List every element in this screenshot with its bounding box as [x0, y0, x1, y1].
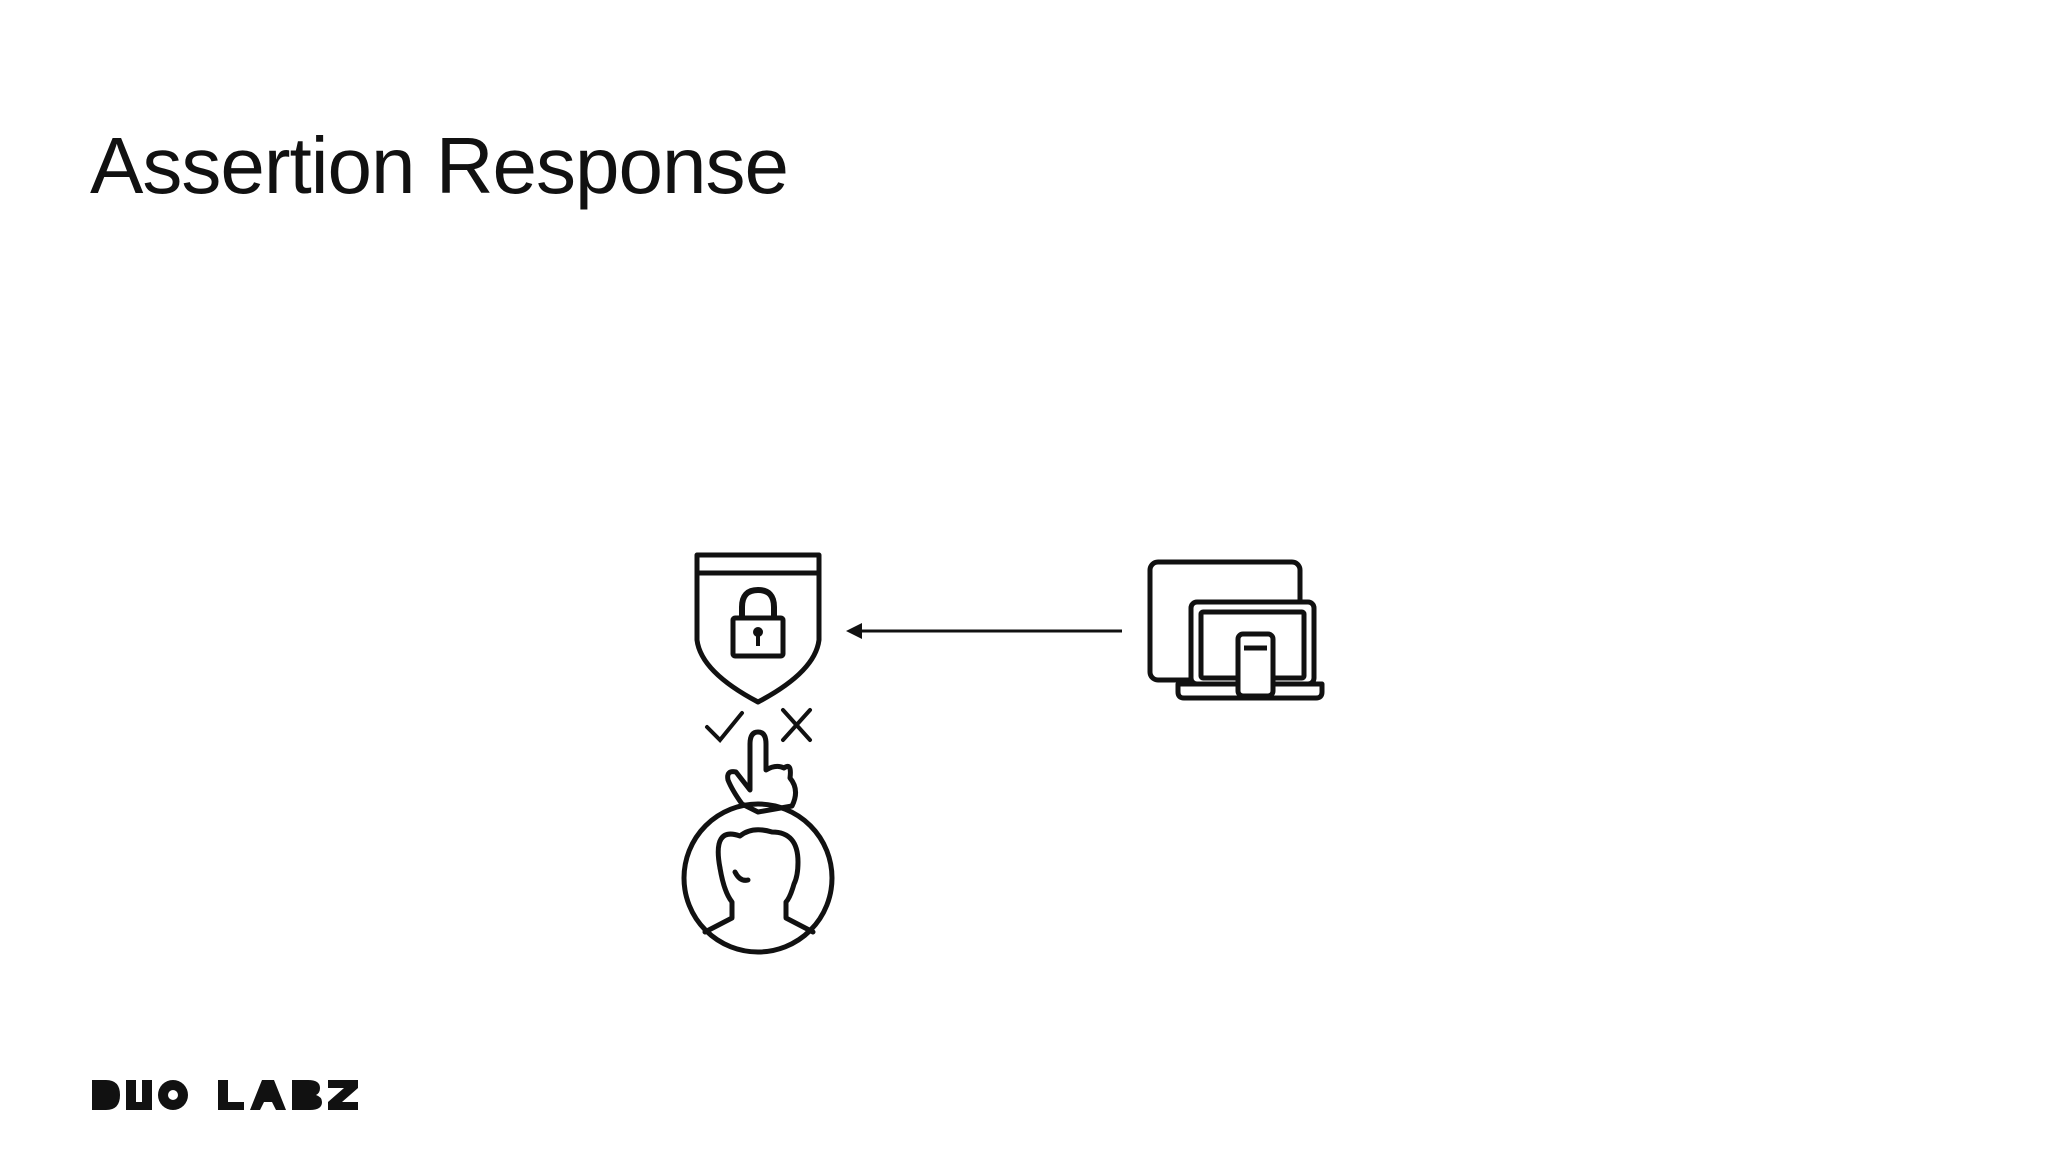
duo-labs-logo — [92, 1080, 358, 1110]
user-avatar-icon — [681, 801, 835, 955]
devices-icon — [1147, 559, 1325, 701]
check-cross-icon — [705, 708, 812, 743]
slide-title: Assertion Response — [90, 121, 789, 210]
shield-lock-icon — [694, 552, 822, 705]
request-arrow — [846, 623, 1122, 639]
pointing-hand-icon — [725, 729, 798, 815]
